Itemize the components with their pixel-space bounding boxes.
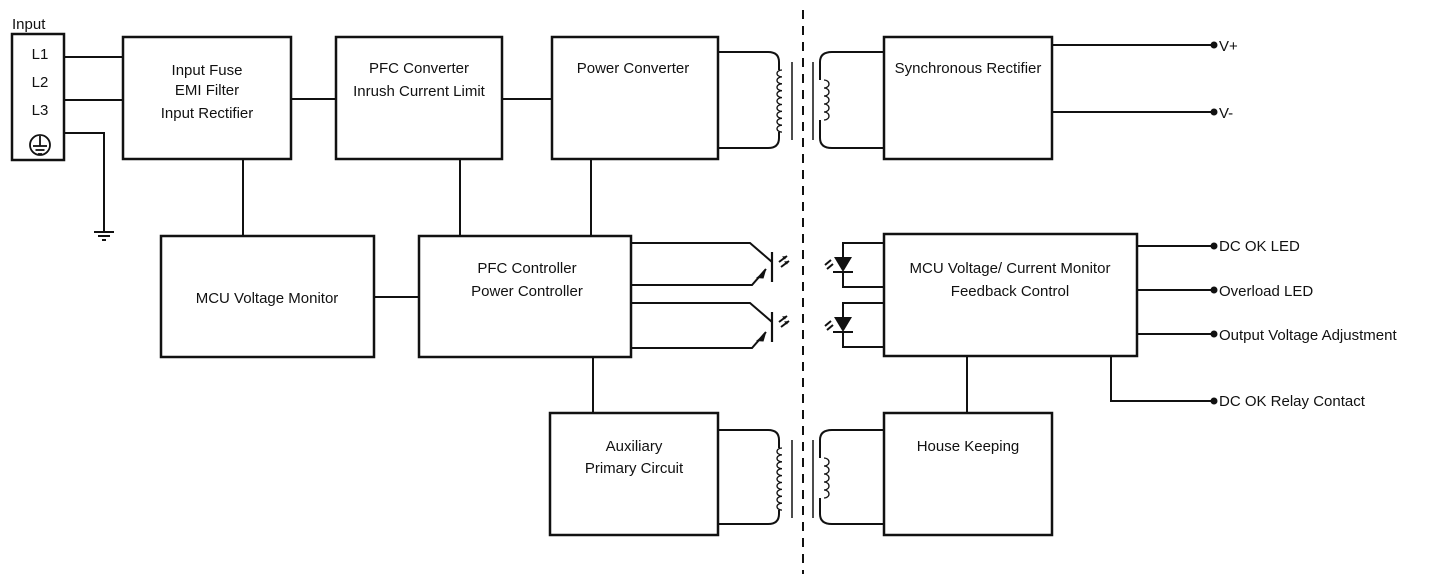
dc-ok-relay-contact-wire (1110, 356, 1212, 402)
dc-ok-led-terminal (1210, 242, 1218, 250)
auxiliary-transformer-icon (718, 429, 884, 525)
input-fuse-emi-rectifier-block: Input Fuse EMI Filter Input Rectifier (121, 35, 293, 161)
dc-ok-relay-contact-terminal (1210, 397, 1218, 405)
input-terminal-block (10, 32, 66, 162)
input-wires (64, 56, 123, 232)
synchronous-rectifier-block: Synchronous Rectifier (882, 35, 1054, 161)
transformer-icon (718, 51, 884, 149)
v-minus-label: V- (1219, 105, 1233, 122)
input-line-l2: L2 (32, 74, 49, 91)
v-minus-terminal (1210, 108, 1218, 116)
input-line-l3: L3 (32, 102, 49, 119)
input-line-l1: L1 (32, 46, 49, 63)
v-plus-label: V+ (1219, 38, 1238, 55)
power-controller-label: Power Controller (471, 283, 583, 300)
house-keeping-block: House Keeping (882, 411, 1054, 537)
output-voltage-adjustment-label: Output Voltage Adjustment (1219, 327, 1397, 344)
input-rectifier-label: Input Rectifier (161, 105, 254, 122)
primary-circuit-label: Primary Circuit (585, 460, 684, 477)
pfc-converter-label: PFC Converter (369, 60, 469, 77)
synchronous-rectifier-label: Synchronous Rectifier (895, 60, 1042, 77)
inrush-current-limit-label: Inrush Current Limit (353, 83, 486, 100)
pfc-controller-block: PFC Controller Power Controller (417, 234, 633, 359)
feedback-control-label: Feedback Control (951, 283, 1069, 300)
input-title: Input (12, 16, 46, 33)
dc-ok-led-label: DC OK LED (1219, 238, 1300, 255)
power-converter-label: Power Converter (577, 60, 690, 77)
emi-filter-label: EMI Filter (175, 82, 239, 99)
overload-led-terminal (1210, 286, 1218, 294)
mcu-voltage-current-monitor-block: MCU Voltage/ Current Monitor Feedback Co… (882, 232, 1139, 358)
optocoupler-2-icon (631, 302, 884, 349)
protective-earth-icon (29, 134, 51, 156)
optocoupler-icon (631, 242, 884, 288)
v-plus-terminal (1210, 41, 1218, 49)
pfc-controller-label: PFC Controller (477, 260, 576, 277)
mcu-voltage-current-monitor-label: MCU Voltage/ Current Monitor (910, 260, 1111, 277)
auxiliary-label: Auxiliary (606, 438, 663, 455)
house-keeping-label: House Keeping (917, 438, 1020, 455)
pfc-converter-block: PFC Converter Inrush Current Limit (334, 35, 504, 161)
output-voltage-adjustment-terminal (1210, 330, 1218, 338)
power-converter-block: Power Converter (550, 35, 720, 161)
dc-ok-relay-contact-label: DC OK Relay Contact (1219, 393, 1366, 410)
auxiliary-primary-circuit-block: Auxiliary Primary Circuit (548, 411, 720, 537)
ground-icon (94, 231, 114, 241)
overload-led-label: Overload LED (1219, 283, 1313, 300)
mcu-voltage-monitor-label: MCU Voltage Monitor (196, 290, 339, 307)
input-fuse-label: Input Fuse (172, 62, 243, 79)
mcu-voltage-monitor-block: MCU Voltage Monitor (159, 234, 376, 359)
